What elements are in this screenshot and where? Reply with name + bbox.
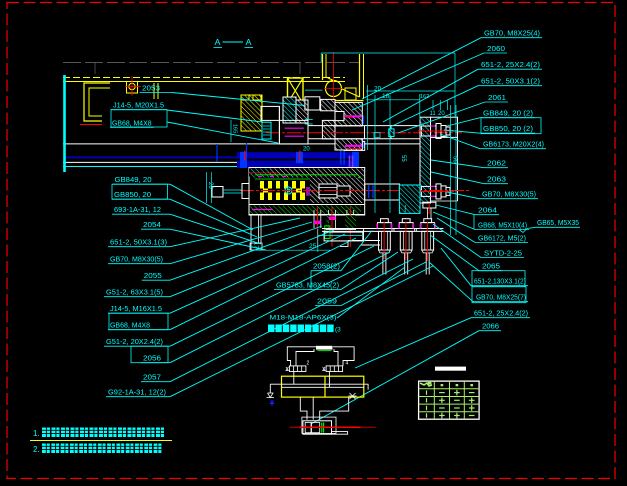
svg-text:11: 11 — [430, 111, 437, 117]
svg-text:651-2, 50X3.1(2): 651-2, 50X3.1(2) — [481, 79, 540, 86]
svg-text:2056: 2056 — [143, 356, 161, 363]
svg-text:M18-M18-AP6X(3): M18-M18-AP6X(3) — [270, 315, 337, 322]
svg-text:GB849, 20 (2): GB849, 20 (2) — [483, 111, 533, 118]
svg-text:651-2, 25X2.4(2): 651-2, 25X2.4(2) — [481, 62, 540, 69]
svg-text:A: A — [215, 37, 221, 47]
svg-text:GB6172, M5(2): GB6172, M5(2) — [478, 236, 526, 243]
svg-text:2057: 2057 — [143, 375, 161, 382]
svg-text:2058(2): 2058(2) — [313, 264, 340, 271]
svg-text:G92-1A-31, 12(2): G92-1A-31, 12(2) — [108, 390, 166, 397]
svg-text:GB68, M4X8: GB68, M4X8 — [110, 323, 150, 330]
svg-text:2054: 2054 — [143, 222, 161, 229]
svg-text:2060: 2060 — [487, 46, 505, 53]
svg-text:1.: 1. — [33, 429, 40, 438]
svg-text:20: 20 — [438, 111, 445, 117]
svg-text:2064: 2064 — [478, 208, 497, 215]
svg-text:2059: 2059 — [317, 299, 337, 306]
svg-text:GB5783, M8X45(2): GB5783, M8X45(2) — [276, 283, 339, 290]
svg-text:651-2, 25X2.4(2): 651-2, 25X2.4(2) — [474, 311, 528, 318]
svg-text:(3: (3 — [335, 327, 341, 334]
svg-text:2062: 2062 — [487, 161, 506, 168]
svg-text:2066: 2066 — [482, 324, 499, 331]
svg-text:GB68, M4X8: GB68, M4X8 — [112, 120, 152, 127]
svg-text:G51-2, 63X3.1(5): G51-2, 63X3.1(5) — [106, 290, 163, 297]
svg-text:17: 17 — [253, 242, 259, 249]
svg-text:GB70, M8X25(4): GB70, M8X25(4) — [484, 31, 540, 38]
svg-text:GB70, M8X30(5): GB70, M8X30(5) — [110, 257, 163, 264]
svg-text:162: 162 — [420, 94, 429, 100]
svg-text:2.: 2. — [33, 445, 40, 454]
svg-text:2055: 2055 — [144, 273, 162, 280]
svg-text:20: 20 — [303, 146, 310, 152]
svg-text:55: 55 — [400, 155, 406, 162]
svg-text:2053: 2053 — [142, 86, 160, 93]
svg-text:2065: 2065 — [482, 264, 500, 271]
svg-text:G51-2, 20X2.4(2): G51-2, 20X2.4(2) — [106, 339, 163, 346]
svg-text:651-2, 50X3.1(3): 651-2, 50X3.1(3) — [110, 240, 167, 247]
svg-text:J14-5, M16X1.5: J14-5, M16X1.5 — [110, 306, 162, 313]
svg-text:165: 165 — [232, 124, 238, 133]
svg-text:GB68, M5X10(4): GB68, M5X10(4) — [478, 223, 527, 230]
svg-text:GB65, M5X35: GB65, M5X35 — [537, 220, 579, 227]
svg-text:GB6173, M20X2(4): GB6173, M20X2(4) — [483, 142, 544, 149]
svg-text:GB70, M8X25(7): GB70, M8X25(7) — [476, 295, 526, 302]
svg-text:4: 4 — [346, 361, 349, 367]
svg-text:25: 25 — [309, 243, 317, 250]
svg-text:56: 56 — [452, 156, 458, 163]
svg-text:26: 26 — [207, 182, 213, 189]
svg-text:J14-5, M20X1.5: J14-5, M20X1.5 — [113, 103, 164, 110]
svg-text:GB850, 20: GB850, 20 — [114, 192, 151, 199]
svg-text:18: 18 — [382, 93, 390, 100]
svg-text:2063: 2063 — [487, 177, 506, 184]
svg-text:GB850, 20 (2): GB850, 20 (2) — [483, 126, 533, 133]
svg-text:2061: 2061 — [488, 95, 506, 102]
svg-text:20: 20 — [374, 86, 382, 93]
svg-text:A: A — [246, 37, 252, 47]
svg-text:2: 2 — [307, 361, 310, 367]
svg-text:GB70, M8X30(5): GB70, M8X30(5) — [482, 192, 536, 199]
svg-text:651-2.130X3.1(2): 651-2.130X3.1(2) — [474, 279, 526, 286]
svg-text:693-1A-31, 12: 693-1A-31, 12 — [114, 207, 161, 214]
svg-text:GB849, 20: GB849, 20 — [115, 177, 152, 184]
svg-text:SYTD-2-25: SYTD-2-25 — [484, 251, 522, 258]
